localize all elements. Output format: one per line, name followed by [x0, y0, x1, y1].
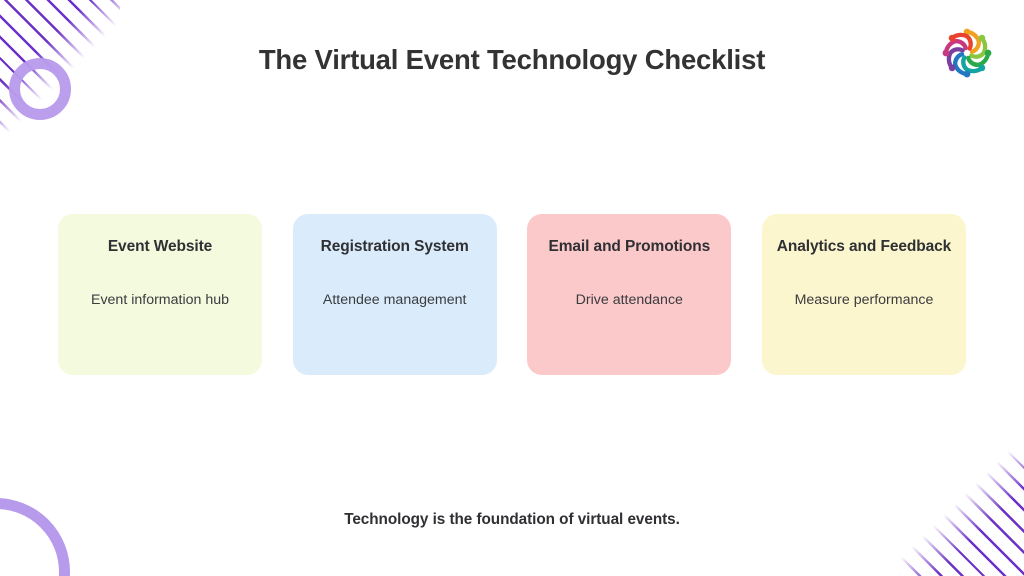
card-title: Analytics and Feedback [776, 238, 952, 255]
footer-tagline: Technology is the foundation of virtual … [344, 511, 680, 528]
checklist-card-email-and-promotions[interactable]: Email and Promotions Drive attendance [527, 214, 732, 375]
checklist-card-analytics-and-feedback[interactable]: Analytics and Feedback Measure performan… [761, 214, 966, 375]
checklist-card-event-website[interactable]: Event Website Event information hub [58, 214, 262, 375]
checklist-card-registration-system[interactable]: Registration System Attendee management [292, 214, 497, 375]
card-description: Attendee management [322, 292, 467, 309]
card-title: Email and Promotions [548, 238, 711, 255]
card-description: Measure performance [794, 292, 934, 309]
card-description: Drive attendance [575, 292, 683, 309]
ring-bottom-left-decoration [0, 498, 70, 576]
checklist-card-row: Event Website Event information hub Regi… [58, 214, 966, 375]
people-network-logo-icon [936, 22, 998, 84]
page-title: The Virtual Event Technology Checklist [258, 44, 766, 75]
card-description: Event information hub [90, 292, 230, 309]
card-title: Registration System [320, 238, 469, 255]
card-title: Event Website [107, 238, 213, 255]
